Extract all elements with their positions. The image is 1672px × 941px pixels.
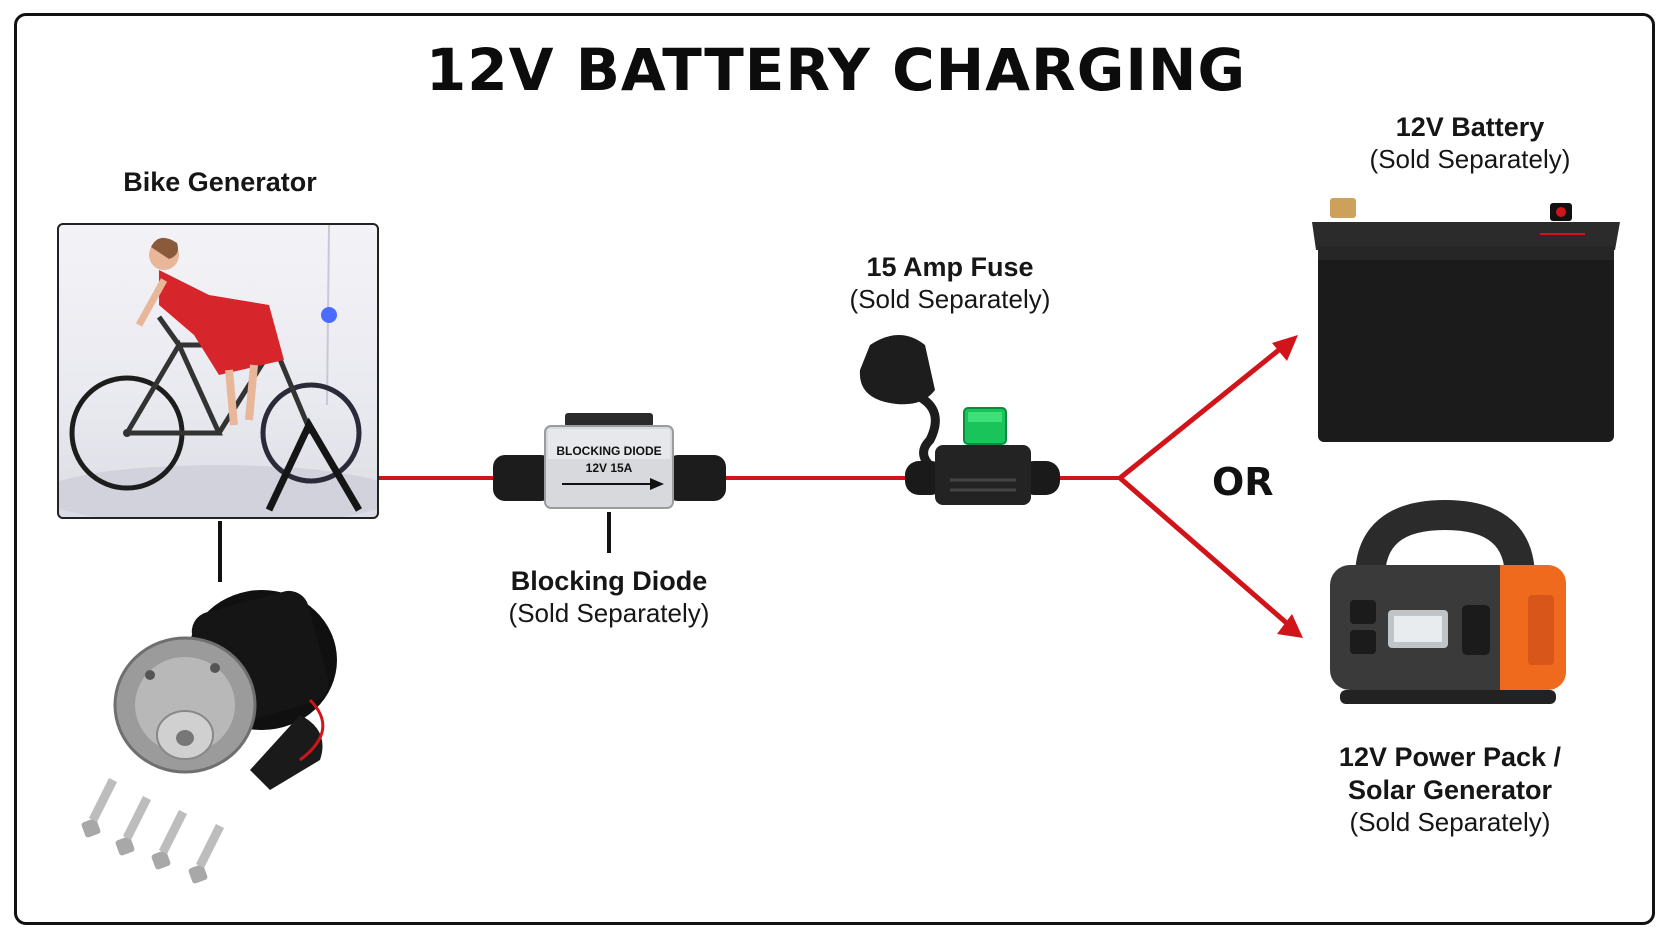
power-pack-icon <box>1330 499 1566 704</box>
motor-icon <box>113 590 337 790</box>
arrow-icon <box>1277 614 1303 638</box>
diode-device-text-2: 12V 15A <box>586 461 633 475</box>
bolt-icon <box>115 795 152 856</box>
diode-device-text-1: BLOCKING DIODE <box>556 444 661 458</box>
battery-name: 12V Battery <box>1395 112 1545 142</box>
battery-label: 12V Battery (Sold Separately) <box>1340 111 1600 176</box>
or-text: OR <box>1212 460 1274 504</box>
bike-generator-name: Bike Generator <box>123 167 317 197</box>
page-title: 12V BATTERY CHARGING <box>425 36 1247 104</box>
battery-note: (Sold Separately) <box>1369 143 1571 174</box>
fuse-note: (Sold Separately) <box>849 283 1051 314</box>
blocking-diode-name: Blocking Diode <box>510 566 708 596</box>
blocking-diode-note: (Sold Separately) <box>508 597 710 628</box>
bike-rider-photo <box>57 223 379 519</box>
fuse-label: 15 Amp Fuse (Sold Separately) <box>820 251 1080 316</box>
arrow-icon <box>1272 335 1298 361</box>
power-pack-name-1: 12V Power Pack / <box>1338 742 1562 772</box>
battery-icon <box>1312 198 1620 442</box>
fuse-holder-icon <box>859 335 1060 505</box>
fuse-name: 15 Amp Fuse <box>866 252 1034 282</box>
bolt-icon <box>188 823 225 884</box>
blocking-diode-label: Blocking Diode (Sold Separately) <box>480 565 738 630</box>
bolt-icon <box>81 777 118 838</box>
diagram-frame <box>14 13 1655 925</box>
diode-icon <box>493 413 726 509</box>
power-pack-label: 12V Power Pack / Solar Generator (Sold S… <box>1300 741 1600 839</box>
bolt-icon <box>151 809 188 870</box>
bike-generator-label: Bike Generator <box>90 166 350 199</box>
power-pack-note: (Sold Separately) <box>1349 806 1551 837</box>
bike-rider-illustration <box>59 225 377 517</box>
power-pack-name-2: Solar Generator <box>1347 774 1553 805</box>
wire-path <box>379 343 1292 628</box>
